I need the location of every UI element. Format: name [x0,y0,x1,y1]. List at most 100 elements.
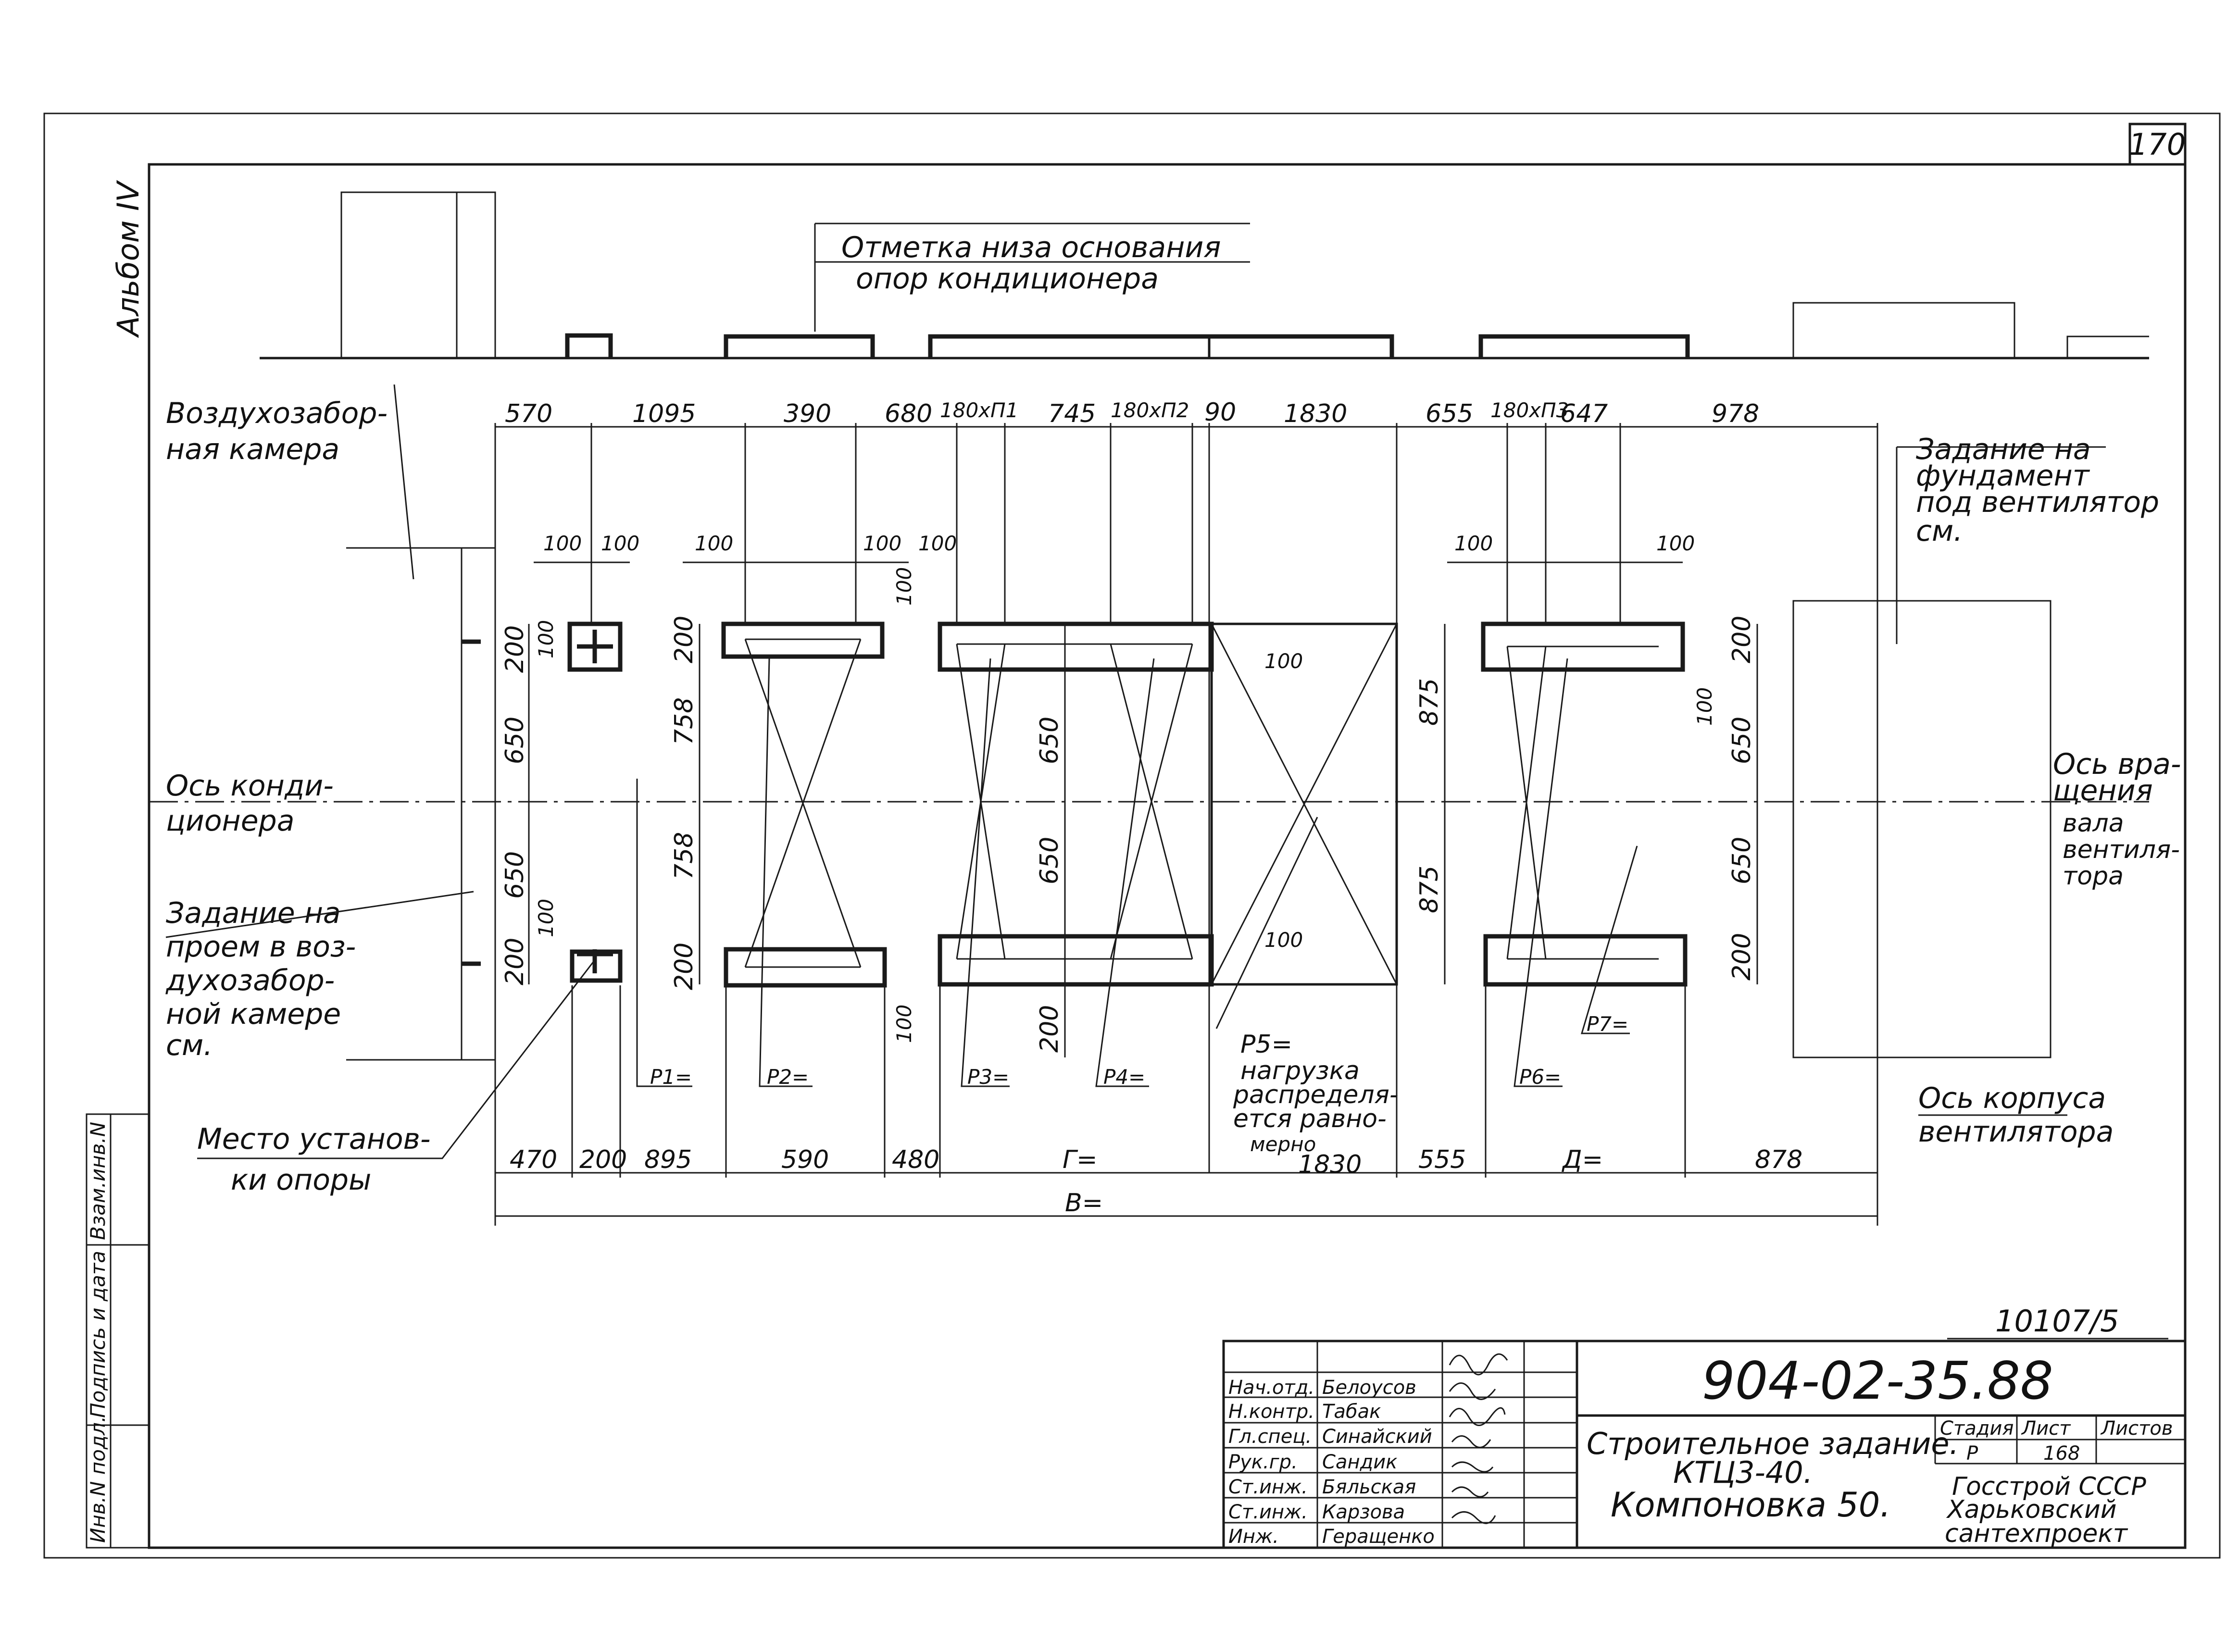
dim-bottom-7: 555 [1418,1145,1466,1174]
stamp-replace-label: Взам.инв.N [86,1122,110,1240]
dim-vert-15: 200 [1727,616,1756,663]
dim-vert-17: 100 [534,620,558,658]
dim-vert-2: 650 [500,851,529,899]
tb-name-4: Бяльская [1322,1476,1416,1498]
support-3-4 [938,621,1214,987]
tb-role-2: Гл.спец. [1228,1426,1312,1448]
dim-vert-16: 200 [1727,933,1756,981]
note-opening-4: ной камере [166,997,341,1031]
note-fan-casing-2: вентилятора [1918,1115,2114,1149]
dim-top-9: 655 [1426,399,1473,428]
tb-name-1: Табак [1322,1401,1381,1423]
dim-top-12: 978 [1712,399,1759,428]
note-foundation-mark-2: опор кондиционера [856,262,1159,296]
tb-col-sheet: Лист [2021,1417,2071,1440]
tb-stage: Р [1966,1442,1978,1465]
note-opening-2: проем в воз- [166,930,356,964]
note-support-location-2: ки опоры [231,1163,371,1197]
elevation-strip [260,191,2149,360]
tb-title-3: Компоновка 50. [1611,1485,1891,1525]
dim-vert-1: 650 [500,717,529,764]
tb-role-5: Ст.инж. [1228,1501,1308,1523]
note-ac-axis-2: ционера [166,804,295,838]
note-rotation-axis-5: тора [2063,862,2124,891]
tb-title-2: КТЦ3-40. [1673,1455,1813,1490]
dim-small-8: 100 [1264,928,1303,952]
note-foundation-mark-1: Отметка низа основания [841,231,1221,264]
load-p2: Р2= [767,1065,809,1089]
title-block [1222,1340,2187,1549]
note-air-intake-2: ная камера [166,433,339,466]
note-p5-5: мерно [1250,1132,1316,1156]
tb-role-3: Рук.гр. [1228,1451,1298,1473]
dim-top-6: 180хП2 [1111,398,1189,422]
dim-bottom-4: 480 [892,1145,939,1174]
dim-top-5: 745 [1048,399,1096,428]
note-opening-5: см. [166,1029,213,1062]
leader-air-intake [393,384,414,580]
dim-vert-14: 650 [1727,837,1756,884]
sheet-number-box [2128,123,2187,166]
note-rotation-axis-1: Ось вра- [2053,747,2181,781]
dim-small-0: 100 [543,532,582,555]
load-p6: Р6= [1519,1065,1561,1089]
tb-name-2: Синайский [1322,1426,1432,1448]
tb-role-1: Н.контр. [1228,1401,1314,1423]
dim-top-3: 680 [885,399,932,428]
tb-org-2: Харьковский [1946,1495,2117,1524]
dim-bottom-2: 895 [644,1145,692,1174]
dim-small-4: 100 [918,532,957,555]
dim-small-3: 100 [863,532,901,555]
note-ac-axis-1: Ось конди- [166,769,334,803]
tb-org-3: сантехпроект [1945,1519,2128,1548]
dim-vert-8: 650 [1035,717,1064,764]
dim-vert-12: 875 [1415,866,1444,913]
note-opening-3: духозабор- [165,964,335,997]
doc-number: 10107/5 [1995,1304,2119,1339]
dim-top-10: 180хП3 [1490,398,1569,422]
dim-vert-9: 650 [1035,837,1064,884]
load-p4: Р4= [1103,1065,1145,1089]
tb-role-0: Нач.отд. [1228,1377,1314,1399]
dim-small-5: 100 [1454,532,1493,555]
note-fan-foundation-1: Задание на [1916,433,2091,466]
note-rotation-axis-4: вентиля- [2063,835,2180,864]
note-fan-casing-1: Ось корпуса [1918,1081,2106,1115]
dim-vert-4: 758 [670,697,699,745]
dim-total: В= [1065,1189,1103,1217]
dim-bottom-1: 200 [579,1145,627,1174]
tb-col-stage: Стадия [1940,1417,2014,1440]
dim-vert-18: 100 [534,899,558,937]
load-p1: Р1= [650,1065,692,1089]
dim-vert-0: 200 [500,625,529,673]
dim-small-7: 100 [1264,649,1303,673]
air-intake-chamber [346,547,496,1061]
dim-bottom-3: 590 [781,1145,829,1174]
dim-vert-10: 200 [1035,1005,1064,1053]
note-support-location-1: Место установ- [197,1122,431,1156]
dim-bottom-8: Д= [1562,1145,1603,1174]
album-label: Альбом IV [111,179,146,338]
note-p5-3: распределя- [1233,1081,1399,1109]
support-6-7 [1481,621,1688,987]
support-2 [721,621,887,988]
dim-small-2: 100 [695,532,733,555]
tb-name-3: Сандик [1322,1451,1397,1473]
top-extension-lines [494,423,1878,1202]
load-p3: Р3= [967,1065,1009,1089]
dim-vert-11: 875 [1415,678,1444,726]
note-p5-4: ется равно- [1233,1105,1387,1133]
dim-vert-5: 758 [670,832,699,880]
dim-top-0: 570 [505,399,552,428]
dim-vert-13: 650 [1727,717,1756,764]
note-p5-1: Р5= [1240,1030,1292,1059]
load-p7: Р7= [1587,1012,1628,1036]
dim-top-1: 1095 [632,399,696,428]
dim-top-4: 180хП1 [940,398,1018,422]
dim-small-1: 100 [601,532,639,555]
sheet-number: 170 [2129,127,2186,162]
dim-bottom-5: Г= [1063,1145,1098,1174]
dim-vert-6: 200 [670,616,699,663]
